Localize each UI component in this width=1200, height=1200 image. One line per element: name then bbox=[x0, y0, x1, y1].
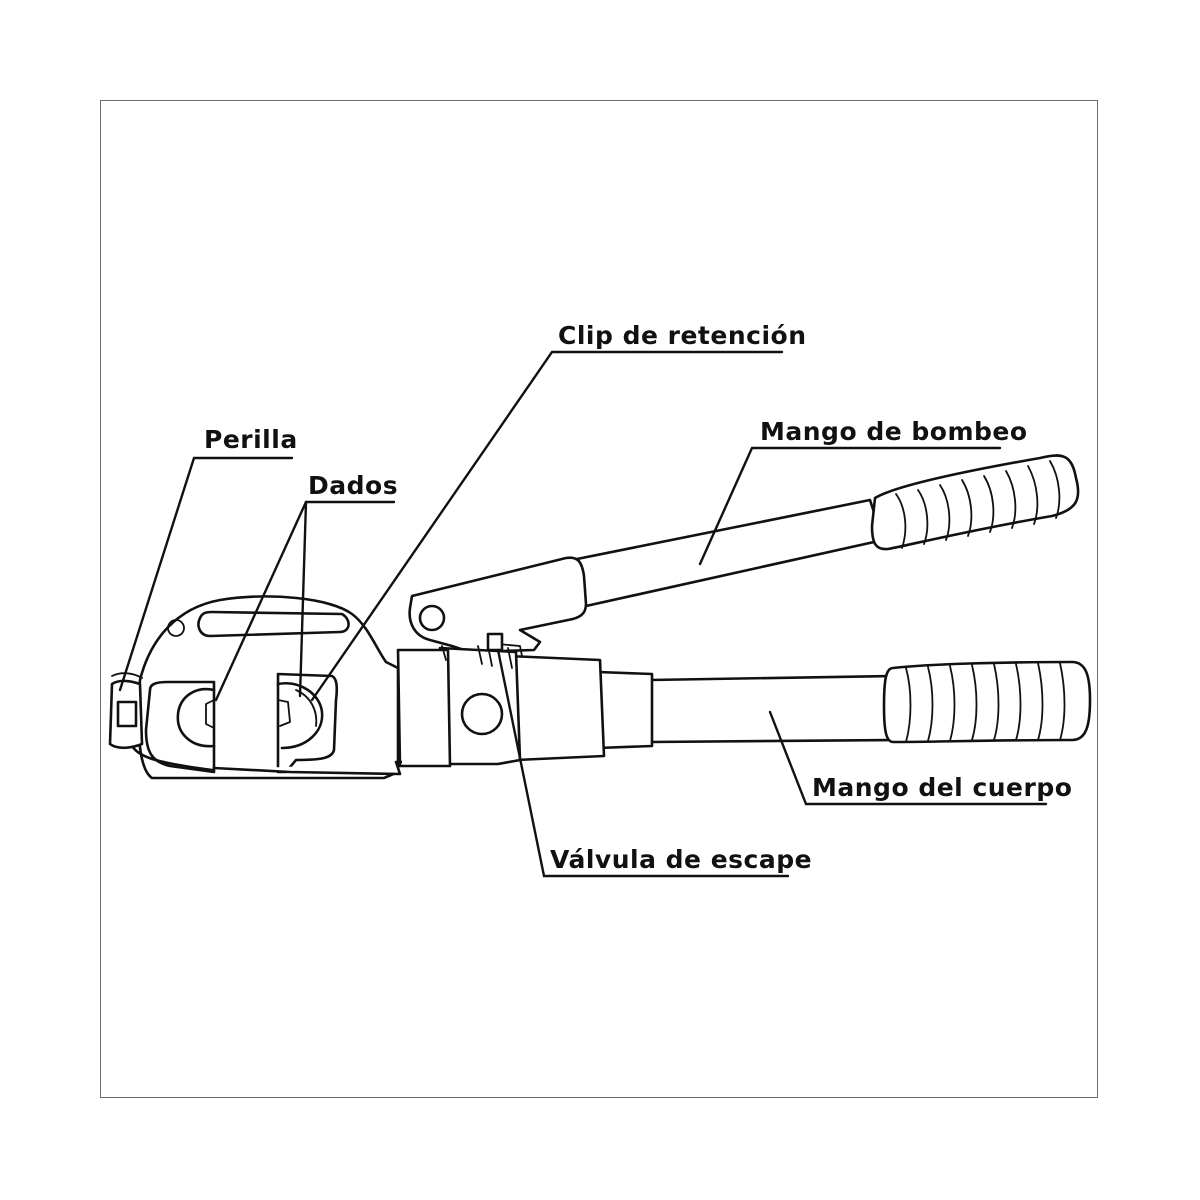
knob bbox=[108, 672, 144, 750]
leader-dados-2 bbox=[298, 500, 308, 698]
leader-perilla bbox=[118, 456, 294, 692]
leader-lines bbox=[118, 350, 1048, 878]
label-dados: Dados bbox=[308, 471, 398, 500]
body-handle-grip bbox=[882, 660, 1092, 744]
leader-mango-cuerpo bbox=[768, 710, 1048, 806]
diagram-frame bbox=[100, 100, 1098, 1098]
leader-clip bbox=[310, 350, 784, 702]
label-mango-cuerpo: Mango del cuerpo bbox=[812, 773, 1072, 802]
crimp-head bbox=[108, 595, 402, 780]
pump-handle bbox=[408, 454, 1080, 654]
label-valvula-escape: Válvula de escape bbox=[550, 845, 812, 874]
pump-handle-grip bbox=[870, 454, 1080, 551]
leader-mango-bombeo bbox=[698, 446, 1002, 566]
labels: Perilla Dados Clip de retención Mango de… bbox=[204, 321, 1072, 874]
label-clip-retencion: Clip de retención bbox=[558, 321, 807, 350]
tool-body bbox=[396, 632, 606, 768]
label-mango-bombeo: Mango de bombeo bbox=[760, 417, 1028, 446]
dies bbox=[176, 682, 324, 750]
label-perilla: Perilla bbox=[204, 425, 298, 454]
leader-valvula bbox=[496, 648, 790, 878]
body-handle bbox=[596, 660, 1092, 750]
